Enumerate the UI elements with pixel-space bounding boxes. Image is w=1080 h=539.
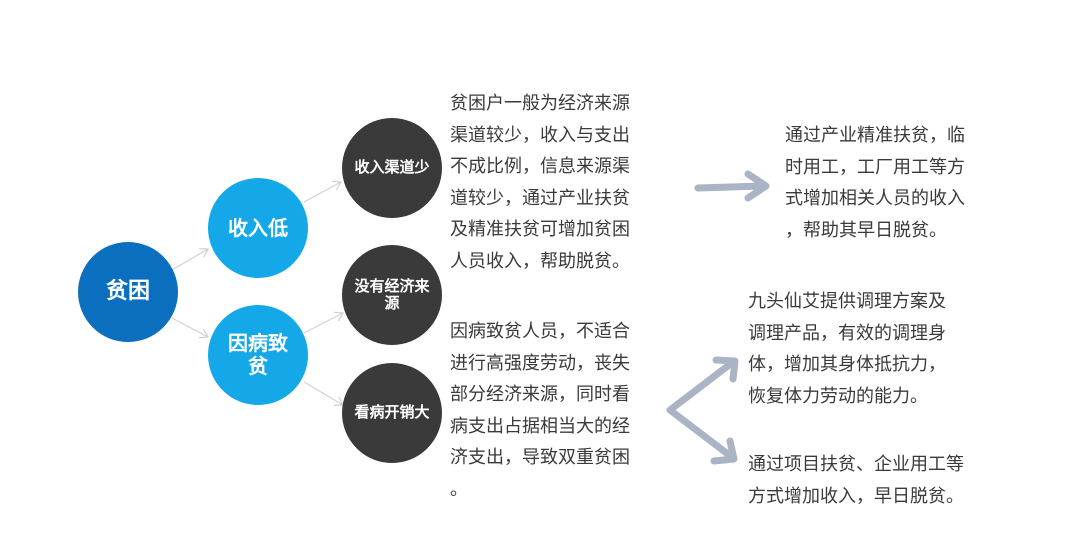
node-few-income-channels: 收入渠道少 <box>342 118 442 218</box>
employment-solution-text: 通过项目扶贫、企业用工等 方式增加收入，早日脱贫。 <box>748 454 964 507</box>
arrow-low-income-to-few-channels <box>303 182 341 203</box>
arrow-illness-to-no-source <box>303 313 343 334</box>
node-high-medical-cost: 看病开销大 <box>342 363 442 463</box>
node-no-economic-source: 没有经济来源 <box>342 245 442 345</box>
node-illness-poverty: 因病致贫 <box>208 305 308 405</box>
big-arrow-fork <box>666 356 739 465</box>
health-solution-text: 九头仙艾提供调理方案及 调理产品，有效的调理身 体，增加其身体抵抗力， 恢复体力… <box>748 291 946 407</box>
arrow-root-to-illness <box>171 317 208 337</box>
big-arrow-right <box>694 170 770 202</box>
income-solution-text: 通过产业精准扶贫，临 时用工，工厂用工等方 式增加相关人员的收入 ，帮助其早日脱… <box>785 125 965 241</box>
arrow-illness-to-medical-cost <box>303 381 343 405</box>
income-explanation-text: 贫困户一般为经济来源 渠道较少，收入与支出 不成比例，信息来源渠 道较少，通过产… <box>450 93 630 272</box>
illness-explanation-text: 因病致贫人员，不适合 进行高强度劳动，丧失 部分经济来源，同时看 病支出占据相当… <box>450 321 630 500</box>
arrow-root-to-low-income <box>171 249 208 271</box>
node-low-income: 收入低 <box>208 178 308 278</box>
node-poverty: 贫困 <box>78 242 178 342</box>
